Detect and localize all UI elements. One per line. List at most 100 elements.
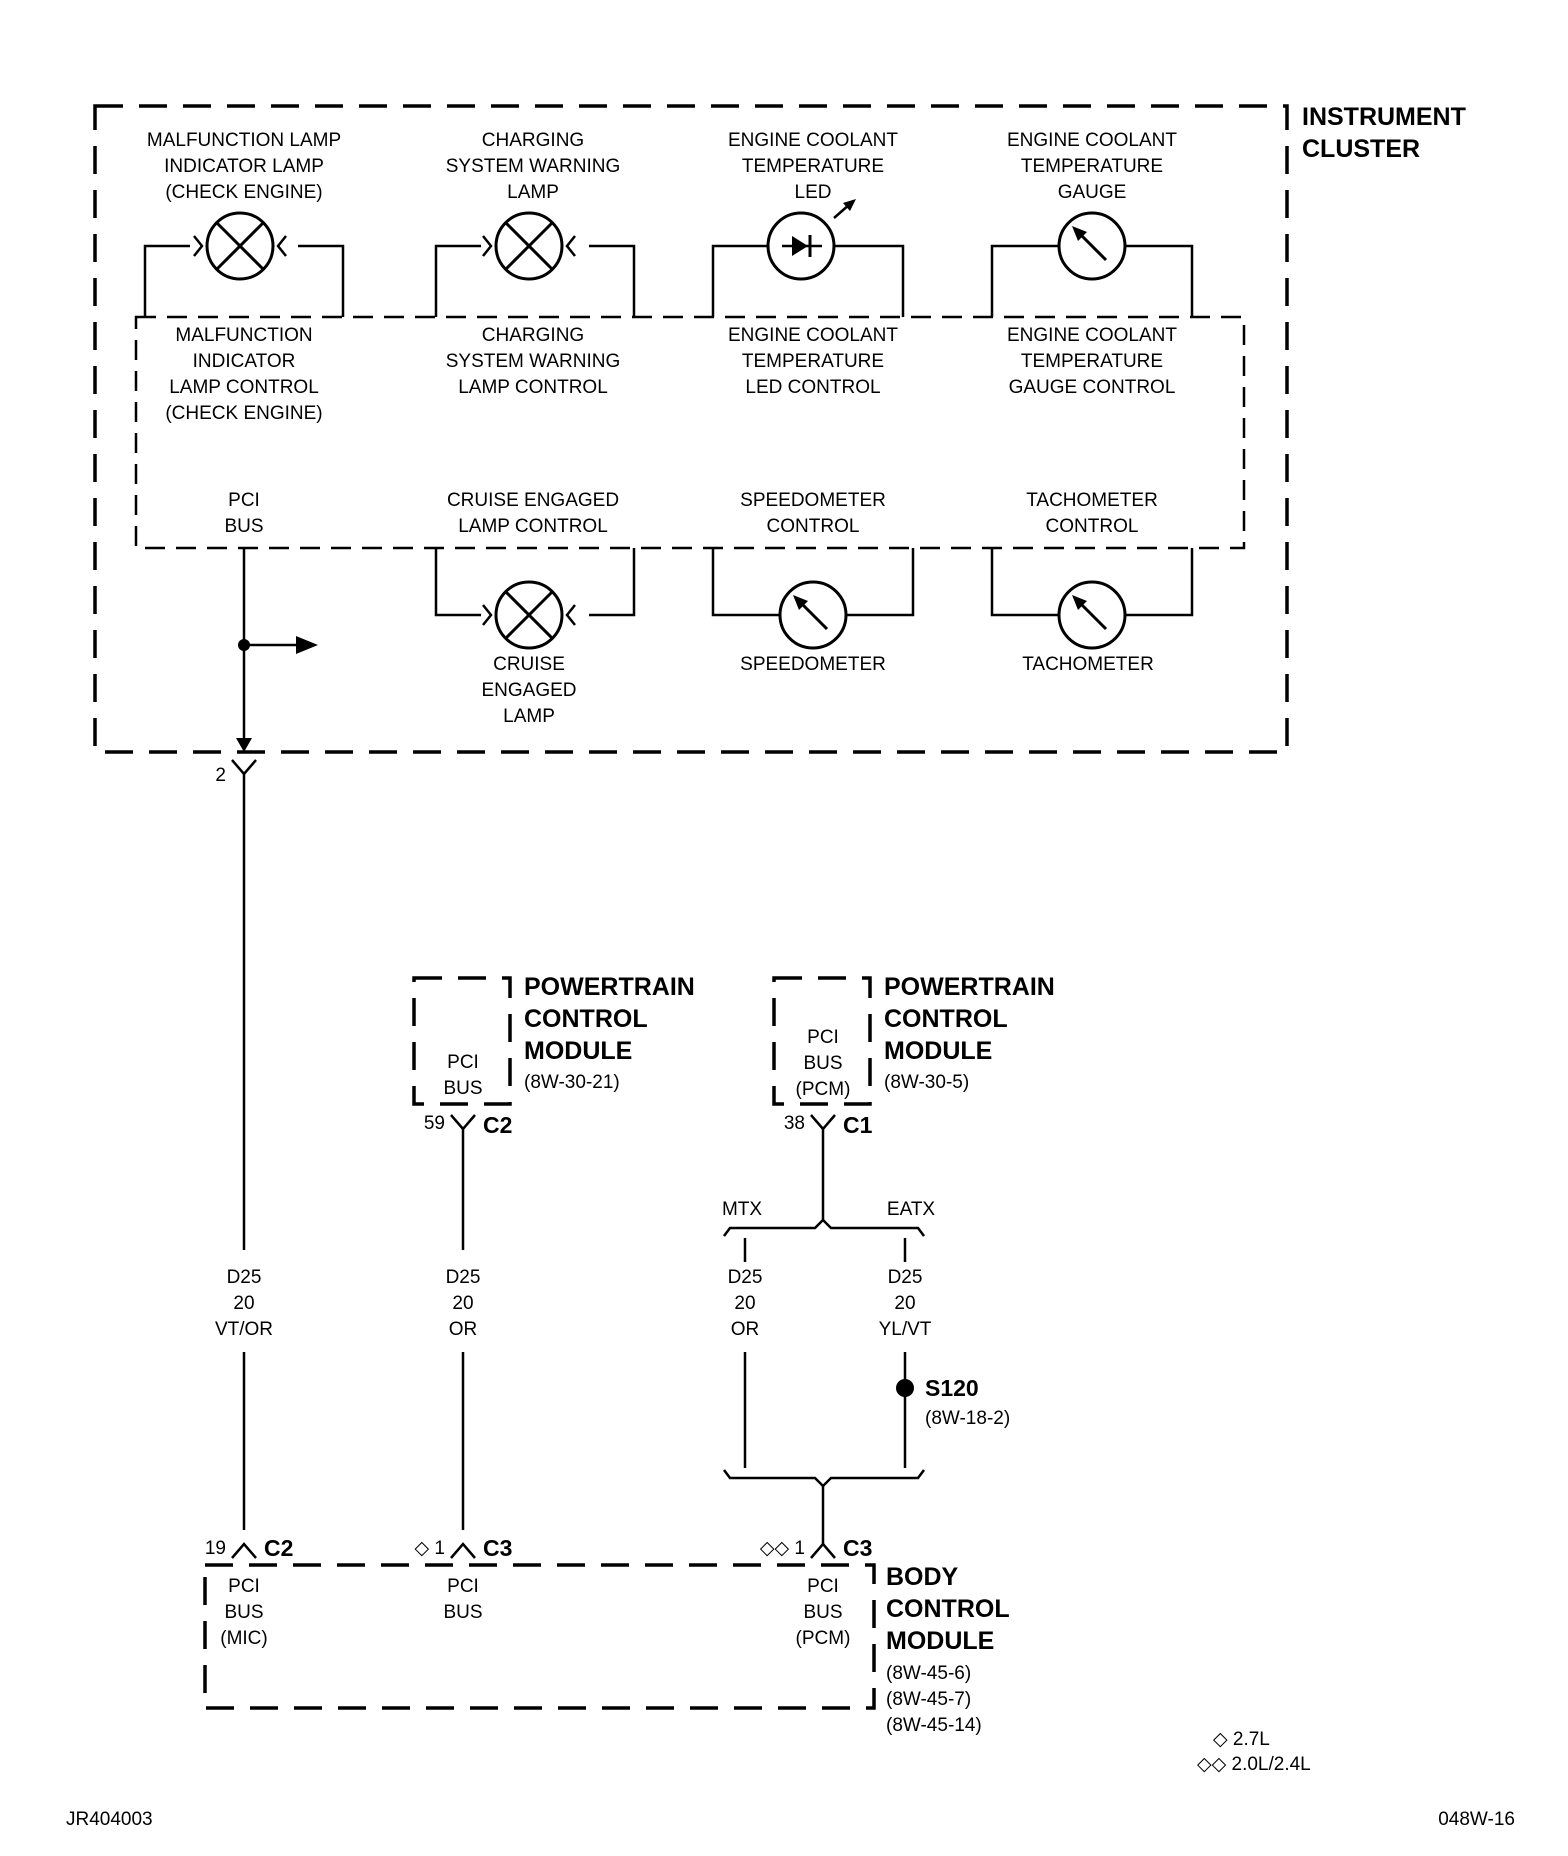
svg-text:TEMPERATURE: TEMPERATURE: [1021, 156, 1163, 177]
svg-text:CRUISE: CRUISE: [493, 654, 565, 675]
coolant-led-icon: [711, 199, 905, 317]
cluster-pci-bus-wire: [236, 548, 318, 752]
svg-text:PCI: PCI: [228, 490, 260, 511]
svg-text:CONTROL: CONTROL: [767, 516, 860, 537]
svg-text:TACHOMETER: TACHOMETER: [1026, 490, 1158, 511]
svg-text:D25: D25: [728, 1267, 763, 1288]
tachometer-icon: [990, 548, 1194, 650]
svg-text:MALFUNCTION: MALFUNCTION: [175, 325, 312, 346]
svg-text:LED CONTROL: LED CONTROL: [745, 377, 880, 398]
bcm-outline: [203, 1563, 876, 1710]
svg-text:PCI: PCI: [447, 1576, 479, 1597]
bcm-connector-c2: C2: [264, 1535, 293, 1561]
cluster-control-box: [134, 315, 1246, 550]
transmission-option-split: MTX EATX: [722, 1129, 935, 1262]
pcm-right-outline: [772, 976, 872, 1106]
svg-text:D25: D25: [227, 1267, 262, 1288]
coolant-gauge-icon: [990, 211, 1194, 317]
svg-text:20: 20: [452, 1293, 473, 1314]
svg-text:20: 20: [233, 1293, 254, 1314]
svg-text:PCI: PCI: [807, 1027, 839, 1048]
svg-text:BUS: BUS: [443, 1078, 482, 1099]
coolant-gauge-label: ENGINE COOLANT TEMPERATURE GAUGE: [1007, 130, 1177, 203]
svg-text:SPEEDOMETER: SPEEDOMETER: [740, 490, 886, 511]
tachometer-label: TACHOMETER: [1022, 654, 1154, 675]
svg-text:LAMP: LAMP: [503, 706, 555, 727]
svg-text:ENGINE COOLANT: ENGINE COOLANT: [728, 325, 898, 346]
svg-text:(8W-30-21): (8W-30-21): [524, 1072, 620, 1093]
svg-text:(PCM): (PCM): [796, 1628, 851, 1649]
svg-text:(8W-45-7): (8W-45-7): [886, 1689, 971, 1710]
svg-text:CHARGING: CHARGING: [482, 130, 584, 151]
svg-text:GAUGE: GAUGE: [1058, 182, 1127, 203]
cruise-lamp-icon: [434, 548, 636, 650]
malfunction-lamp-label: MALFUNCTION LAMP INDICATOR LAMP (CHECK E…: [147, 130, 341, 203]
instrument-cluster: INSTRUMENT CLUSTER MALFUNCTION LAMP INDI…: [93, 103, 1466, 754]
charging-lamp-label: CHARGING SYSTEM WARNING LAMP: [446, 130, 621, 203]
svg-text:ENGINE COOLANT: ENGINE COOLANT: [728, 130, 898, 151]
cruise-control-label: CRUISE ENGAGED LAMP CONTROL: [447, 490, 619, 537]
svg-text:(CHECK ENGINE): (CHECK ENGINE): [165, 403, 322, 424]
svg-text:(CHECK ENGINE): (CHECK ENGINE): [165, 182, 322, 203]
bcm-pin-19: 19: [205, 1538, 226, 1559]
svg-text:TEMPERATURE: TEMPERATURE: [742, 156, 884, 177]
charging-control-label: CHARGING SYSTEM WARNING LAMP CONTROL: [446, 325, 621, 398]
svg-text:BUS: BUS: [224, 1602, 263, 1623]
svg-text:SYSTEM WARNING: SYSTEM WARNING: [446, 351, 621, 372]
tach-control-label: TACHOMETER CONTROL: [1026, 490, 1158, 537]
svg-text:LAMP: LAMP: [507, 182, 559, 203]
svg-text:TEMPERATURE: TEMPERATURE: [1021, 351, 1163, 372]
svg-text:(8W-30-5): (8W-30-5): [884, 1072, 969, 1093]
svg-text:SYSTEM WARNING: SYSTEM WARNING: [446, 156, 621, 177]
bcm-connector-c3-a: C3: [483, 1535, 512, 1561]
charging-lamp-icon: [434, 211, 636, 317]
svg-text:BUS: BUS: [224, 516, 263, 537]
option-merge: [723, 1469, 925, 1545]
bcm-pci-bus-pcm: PCI BUS (PCM): [796, 1576, 851, 1649]
bcm-pin-1-a: ◇ 1: [415, 1538, 445, 1559]
svg-text:OR: OR: [731, 1319, 760, 1340]
speedometer-icon: [711, 548, 915, 650]
legend-single-diamond: ◇ 2.7L: [1213, 1729, 1270, 1750]
svg-text:MODULE: MODULE: [524, 1037, 632, 1065]
cluster-pci-bus-label: PCI BUS: [224, 490, 263, 537]
svg-text:LAMP CONTROL: LAMP CONTROL: [458, 516, 608, 537]
svg-text:CRUISE ENGAGED: CRUISE ENGAGED: [447, 490, 619, 511]
engine-legend: ◇ 2.7L ◇◇ 2.0L/2.4L: [1197, 1729, 1311, 1775]
instrument-cluster-title: CLUSTER: [1302, 135, 1420, 163]
svg-text:LAMP CONTROL: LAMP CONTROL: [169, 377, 319, 398]
pcm-right-connector: C1: [843, 1112, 873, 1138]
svg-text:PCI: PCI: [228, 1576, 260, 1597]
figure-code-left: JR404003: [66, 1809, 153, 1830]
svg-text:LED: LED: [795, 182, 832, 203]
eatx-label: EATX: [887, 1199, 936, 1220]
splice-name: S120: [925, 1375, 979, 1401]
svg-text:INDICATOR LAMP: INDICATOR LAMP: [164, 156, 324, 177]
svg-text:CHARGING: CHARGING: [482, 325, 584, 346]
pcm-left: PCI BUS POWERTRAIN CONTROL MODULE (8W-30…: [412, 973, 695, 1138]
svg-text:ENGAGED: ENGAGED: [481, 680, 576, 701]
bcm-pin-1-b: ◇◇ 1: [760, 1538, 805, 1559]
svg-text:BODY: BODY: [886, 1563, 959, 1591]
pcm-left-outline: [412, 976, 512, 1106]
legend-double-diamond: ◇◇ 2.0L/2.4L: [1197, 1754, 1311, 1775]
pcm-right-pin: 38: [784, 1113, 805, 1134]
coolant-led-control-label: ENGINE COOLANT TEMPERATURE LED CONTROL: [728, 325, 898, 398]
svg-text:(MIC): (MIC): [220, 1628, 267, 1649]
instrument-cluster-outline: [93, 104, 1289, 754]
svg-text:ENGINE COOLANT: ENGINE COOLANT: [1007, 130, 1177, 151]
svg-text:BUS: BUS: [803, 1602, 842, 1623]
svg-text:(8W-45-14): (8W-45-14): [886, 1715, 982, 1736]
svg-text:CONTROL: CONTROL: [1046, 516, 1139, 537]
pcm-right: PCI BUS (PCM) POWERTRAIN CONTROL MODULE …: [772, 973, 1055, 1138]
cluster-connector-2: 2: [215, 759, 257, 786]
mtx-label: MTX: [722, 1199, 762, 1220]
svg-text:CONTROL: CONTROL: [884, 1005, 1008, 1033]
svg-text:PCI: PCI: [807, 1576, 839, 1597]
speedo-control-label: SPEEDOMETER CONTROL: [740, 490, 886, 537]
body-control-module: BODY CONTROL MODULE (8W-45-6) (8W-45-7) …: [203, 1535, 1010, 1736]
figure-code-right: 048W-16: [1438, 1809, 1515, 1830]
svg-text:MODULE: MODULE: [886, 1627, 994, 1655]
svg-text:MODULE: MODULE: [884, 1037, 992, 1065]
